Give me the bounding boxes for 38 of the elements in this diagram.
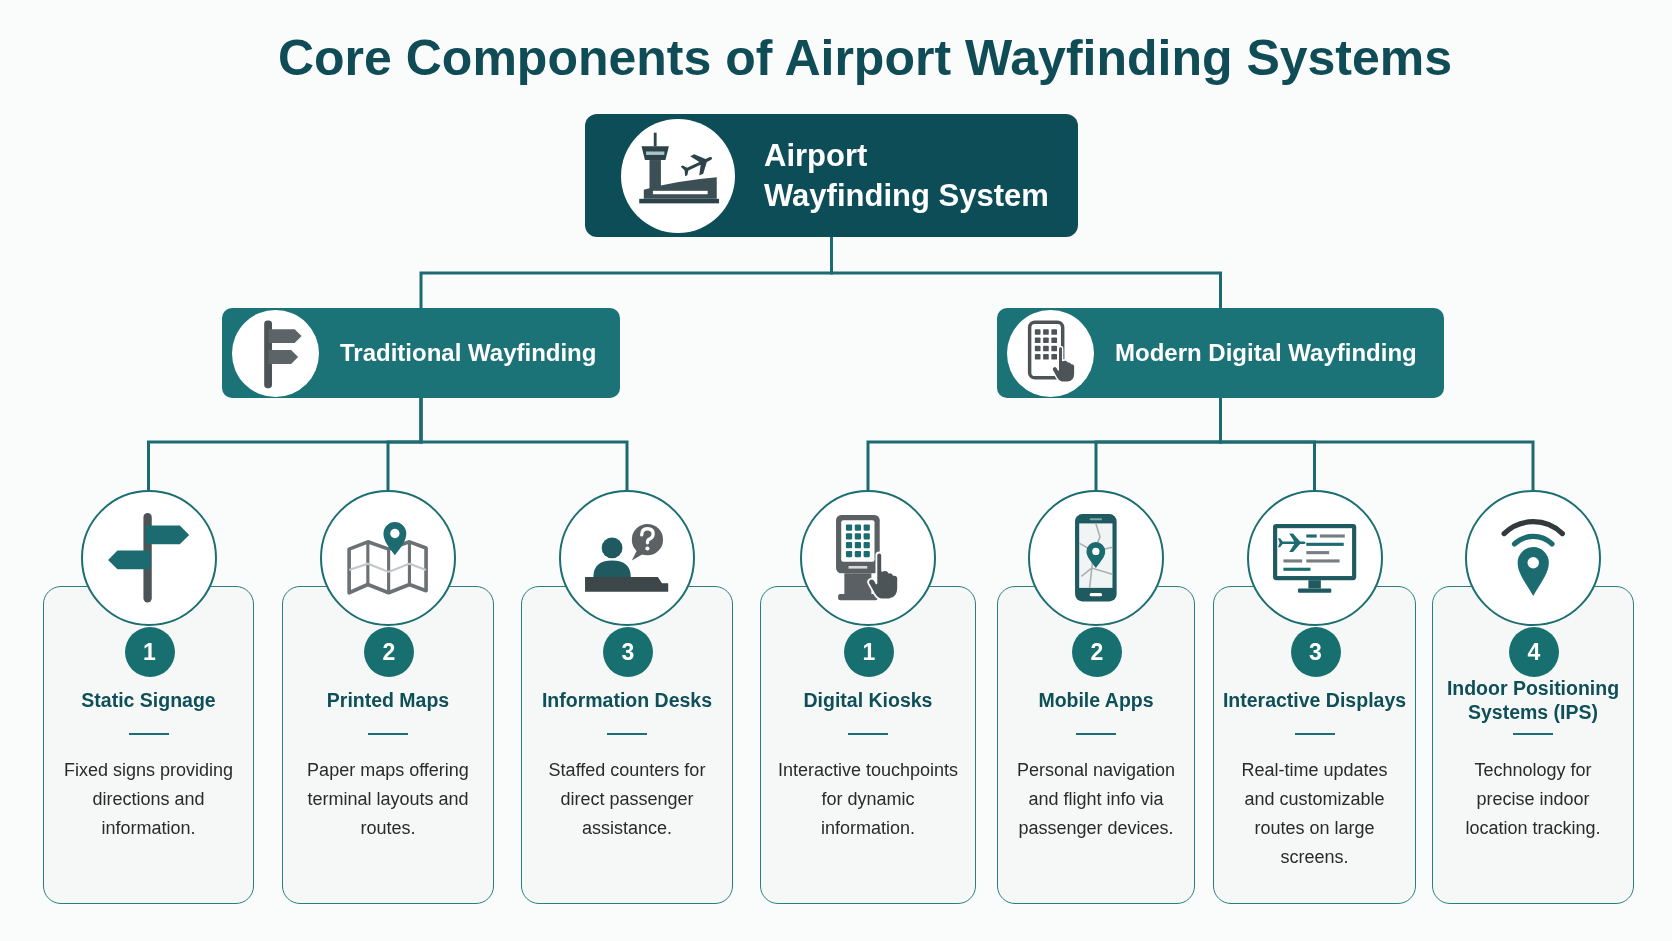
- card-description: Paper maps offering terminal layouts and routes.: [306, 759, 470, 840]
- card-title: Printed Maps: [326, 688, 450, 712]
- card-title: Digital Kiosks: [803, 688, 933, 712]
- component-card: [43, 586, 254, 904]
- number-badge: 1: [844, 627, 894, 677]
- number-badge: 3: [1290, 627, 1341, 677]
- component-card: [1213, 586, 1416, 904]
- card-title: Mobile Apps: [1038, 688, 1154, 712]
- number-badge: 4: [1509, 627, 1559, 677]
- card-description: Interactive touchpoints for dynamic information.: [776, 759, 960, 840]
- component-card: [521, 586, 733, 904]
- card-description: Real-time updates and customizable routes on large screens.: [1240, 759, 1389, 869]
- component-card: [997, 586, 1195, 904]
- card-title: Information Desks: [541, 688, 713, 712]
- number-badge: 2: [364, 627, 414, 677]
- connector-line: [419, 398, 629, 490]
- number-badge: 1: [124, 627, 175, 677]
- category-box: [222, 308, 620, 398]
- card-description: Technology for precise indoor location tracking.: [1464, 759, 1602, 840]
- number-badge: 2: [1072, 627, 1122, 677]
- card-title: Indoor Positioning Systems (IPS): [1445, 676, 1621, 724]
- connector-line: [830, 237, 1222, 308]
- card-description: Personal navigation and flight info via passenger devices.: [1015, 759, 1177, 840]
- root-box: [585, 114, 1078, 237]
- card-title: Interactive Displays: [1222, 688, 1407, 712]
- category-title: Modern Digital Wayfinding: [1115, 338, 1417, 368]
- diagram-title: Core Components of Airport Wayfinding Systems: [277, 29, 1453, 88]
- card-description: Staffed counters for direct passenger assistance.: [547, 759, 707, 840]
- component-card: [282, 586, 494, 904]
- component-card: [1432, 586, 1634, 904]
- connector-line: [1219, 398, 1535, 490]
- root-title: Airport Wayfinding System: [764, 136, 1049, 215]
- card-title: Static Signage: [81, 688, 216, 712]
- category-box: [997, 308, 1444, 398]
- component-card: [760, 586, 976, 904]
- card-description: Fixed signs providing directions and information.: [62, 759, 235, 840]
- number-badge: 3: [603, 627, 653, 677]
- category-title: Traditional Wayfinding: [340, 338, 597, 368]
